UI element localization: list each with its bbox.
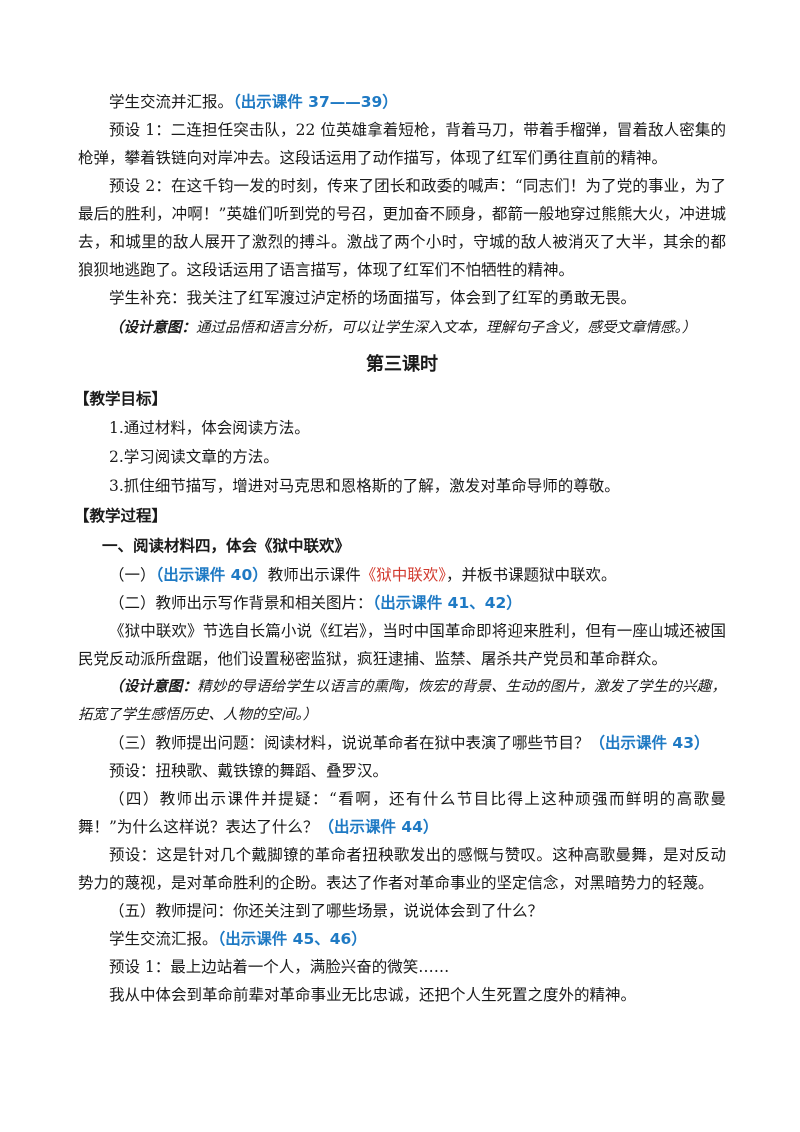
design-intent-label: （设计意图： [109, 320, 196, 336]
design-intent-text: 通过品悟和语言分析，可以让学生深入文本，理解句子含义，感受文章情感。） [196, 320, 697, 336]
design-intent-1: （设计意图：通过品悟和语言分析，可以让学生深入文本，理解句子含义，感受文章情感。… [78, 314, 726, 342]
step-text: 教师出示课件 [267, 566, 361, 584]
design-intent-2: （设计意图：精妙的导语给学生以语言的熏陶，恢宏的背景、生动的图片，激发了学生的兴… [78, 673, 726, 729]
part-1-heading: 一、阅读材料四，体会《狱中联欢》 [102, 537, 351, 555]
step-text: （二）教师出示写作背景和相关图片： [109, 594, 373, 612]
step-text: ，并板书课题狱中联欢。 [446, 566, 617, 584]
design-intent-text: 精妙的导语给学生以语言的熏陶，恢宏的背景、生动的图片，激发了学生的兴趣，拓宽了学… [78, 679, 726, 723]
teaching-process-heading: 【教学过程】 [74, 507, 168, 525]
paragraph-student-report: 学生交流并汇报。（出示课件 37——39） [78, 88, 726, 116]
document-body: 学生交流并汇报。（出示课件 37——39） 预设 1：二连担任突击队，22 位英… [74, 88, 726, 1009]
step-number: （一） [109, 566, 156, 584]
step-2: （二）教师出示写作背景和相关图片：（出示课件 41、42） [78, 589, 726, 617]
goal-item: 3.抓住细节描写，增进对马克思和恩格斯的了解，激发对革命导师的尊敬。 [109, 477, 620, 495]
step-5-report: 学生交流汇报。（出示课件 45、46） [78, 925, 726, 953]
courseware-reference: （出示课件 44） [318, 818, 439, 836]
design-intent-label: （设计意图： [109, 679, 198, 695]
step-4-answer: 预设：这是针对几个戴脚镣的革命者扭秧歌发出的感慨与赞叹。这种高歌曼舞，是对反动势… [78, 846, 726, 892]
courseware-reference: （出示课件 40） [155, 566, 268, 584]
goal-item: 1.通过材料，体会阅读方法。 [109, 419, 310, 437]
courseware-reference: （出示课件 45、46） [217, 930, 367, 948]
step-5-answer-1: 预设 1：最上边站着一个人，满脸兴奋的微笑…… [109, 958, 450, 976]
background-paragraph: 《狱中联欢》节选自长篇小说《红岩》，当时中国革命即将迎来胜利，但有一座山城还被国… [78, 622, 726, 668]
step-3: （三）教师提出问题：阅读材料，说说革命者在狱中表演了哪些节目？（出示课件 43） [78, 729, 726, 757]
courseware-reference: （出示课件 43） [589, 734, 710, 752]
courseware-reference: （出示课件 41、42） [372, 594, 522, 612]
step-1: （一）（出示课件 40）教师出示课件《狱中联欢》，并板书课题狱中联欢。 [78, 561, 726, 589]
courseware-title: 《狱中联欢》 [360, 566, 447, 584]
goal-item: 2.学习阅读文章的方法。 [109, 448, 279, 466]
lesson-title: 第三课时 [366, 354, 438, 375]
step-4: （四）教师出示课件并提疑：“看啊，还有什么节目比得上这种顽强而鲜明的高歌曼舞！”… [78, 785, 726, 841]
step-text: （三）教师提出问题：阅读材料，说说革命者在狱中表演了哪些节目？ [109, 734, 590, 752]
step-5: （五）教师提问：你还关注到了哪些场景，说说体会到了什么？ [109, 902, 544, 920]
paragraph-preset-1: 预设 1：二连担任突击队，22 位英雄拿着短枪，背着马刀，带着手榴弹，冒着敌人密… [78, 121, 726, 167]
courseware-reference: （出示课件 37——39） [233, 93, 398, 111]
step-text: （四）教师出示课件并提疑：“看啊，还有什么节目比得上这种顽强而鲜明的高歌曼舞！”… [78, 790, 726, 836]
paragraph-text: 学生交流并汇报。 [109, 93, 234, 111]
paragraph-student-supplement: 学生补充：我关注了红军渡过泸定桥的场面描写，体会到了红军的勇敢无畏。 [109, 289, 637, 307]
paragraph-preset-2: 预设 2：在这千钧一发的时刻，传来了团长和政委的喊声：“同志们！为了党的事业，为… [78, 177, 726, 279]
step-text: 学生交流汇报。 [109, 930, 218, 948]
teaching-goals-heading: 【教学目标】 [74, 390, 168, 408]
step-3-answer: 预设：扭秧歌、戴铁镣的舞蹈、叠罗汉。 [109, 762, 389, 780]
step-5-answer-2: 我从中体会到革命前辈对革命事业无比忠诚，还把个人生死置之度外的精神。 [109, 986, 637, 1004]
